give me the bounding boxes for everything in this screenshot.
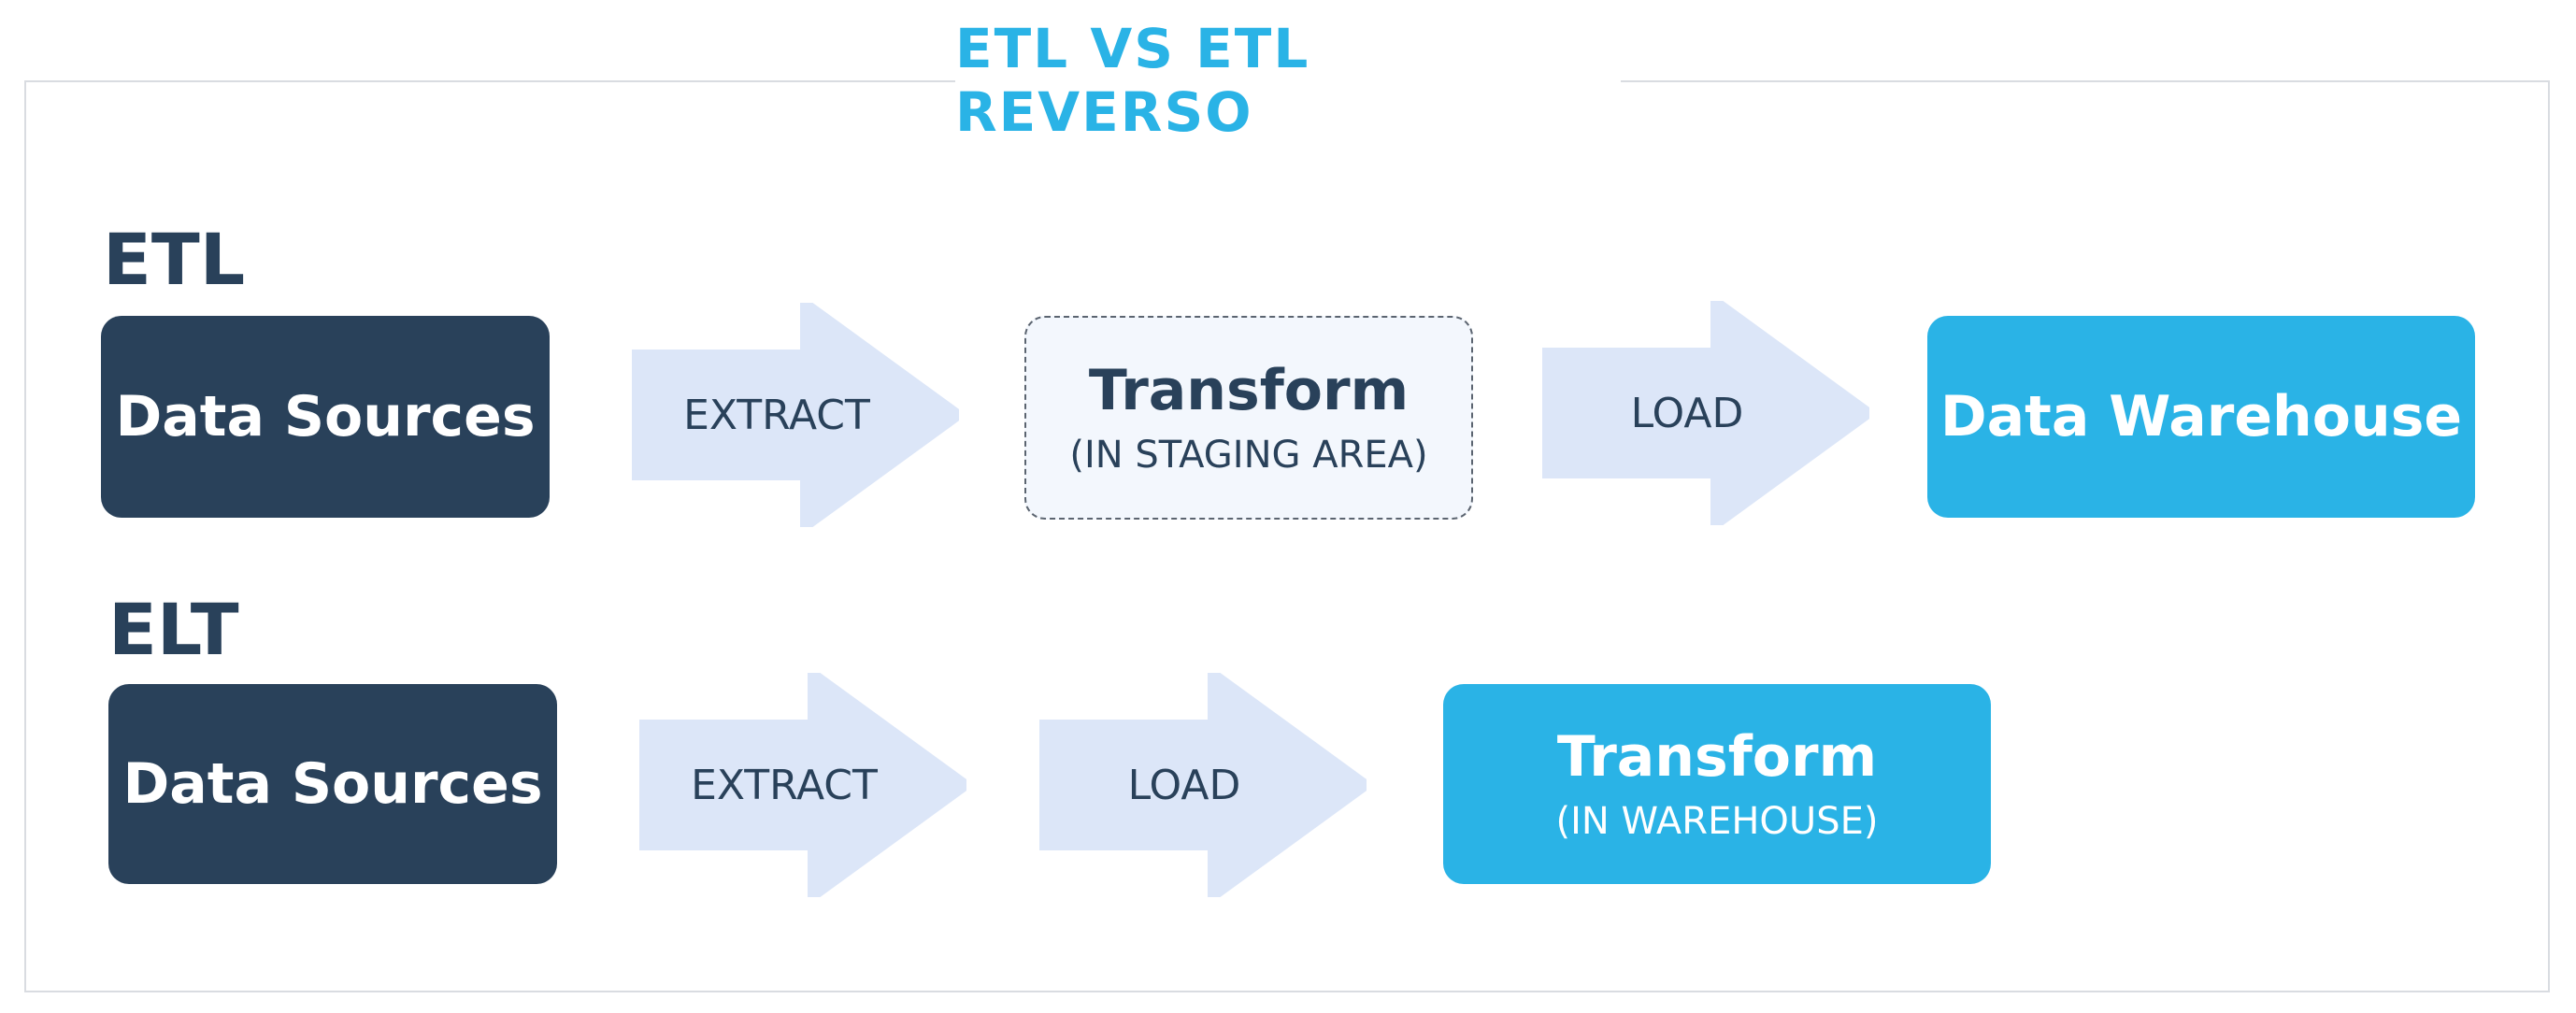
- elt-load-arrow: LOAD: [1039, 673, 1367, 897]
- etl-extract-arrow: EXTRACT: [632, 303, 959, 527]
- etl-transform-staging-box: Transform (IN STAGING AREA): [1024, 316, 1473, 520]
- elt-extract-arrow: EXTRACT: [639, 673, 966, 897]
- etl-transform-sublabel: (IN STAGING AREA): [1069, 434, 1428, 477]
- etl-data-warehouse-box: Data Warehouse: [1927, 316, 2475, 518]
- etl-load-label: LOAD: [1630, 389, 1744, 437]
- etl-data-warehouse-label: Data Warehouse: [1939, 384, 2463, 449]
- elt-data-sources-box: Data Sources: [108, 684, 557, 884]
- diagram-title: ETL VS ETL REVERSO: [955, 17, 1621, 144]
- etl-data-sources-label: Data Sources: [115, 384, 536, 449]
- elt-transform-sublabel: (IN WAREHOUSE): [1555, 800, 1879, 843]
- elt-transform-warehouse-box: Transform (IN WAREHOUSE): [1443, 684, 1991, 884]
- elt-transform-label: Transform: [1556, 724, 1878, 790]
- etl-load-arrow: LOAD: [1542, 301, 1869, 525]
- etl-row-label: ETL: [103, 218, 246, 301]
- elt-data-sources-label: Data Sources: [122, 751, 543, 817]
- elt-load-arrow-shape: [1039, 673, 1367, 897]
- etl-data-sources-box: Data Sources: [101, 316, 550, 518]
- etl-transform-label: Transform: [1088, 358, 1410, 423]
- elt-load-label: LOAD: [1127, 761, 1241, 809]
- etl-extract-arrow-shape: [632, 303, 959, 527]
- elt-extract-arrow-shape: [639, 673, 966, 897]
- etl-extract-label: EXTRACT: [683, 391, 870, 439]
- elt-extract-label: EXTRACT: [691, 761, 878, 809]
- elt-row-label: ELT: [108, 588, 239, 671]
- etl-load-arrow-shape: [1542, 301, 1869, 525]
